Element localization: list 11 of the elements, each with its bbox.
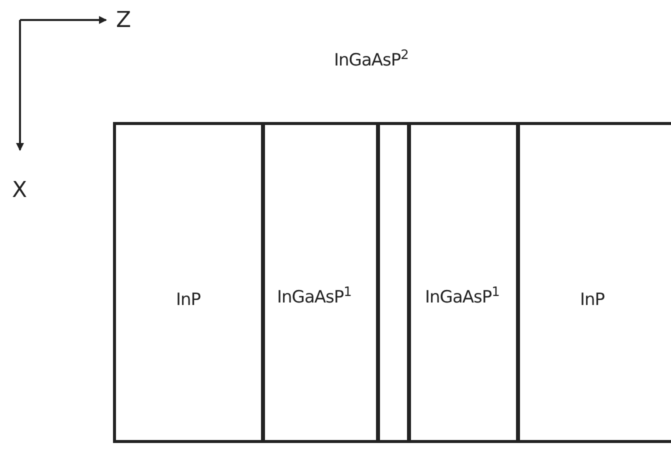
layer-label: InP bbox=[176, 290, 201, 310]
axis-label: Z bbox=[116, 8, 131, 33]
layer-region bbox=[408, 122, 519, 443]
layer-region bbox=[113, 122, 264, 443]
layer-region bbox=[517, 122, 671, 443]
layer-region bbox=[262, 122, 379, 443]
layer-label: InGaAsP$^{1}$ bbox=[425, 285, 500, 308]
layer-label: InP bbox=[580, 290, 605, 310]
layer-label: InGaAsP$^{1}$ bbox=[277, 285, 352, 308]
axis-label: X bbox=[12, 178, 27, 203]
layer-label: InGaAsP$^{2}$ bbox=[334, 48, 408, 71]
